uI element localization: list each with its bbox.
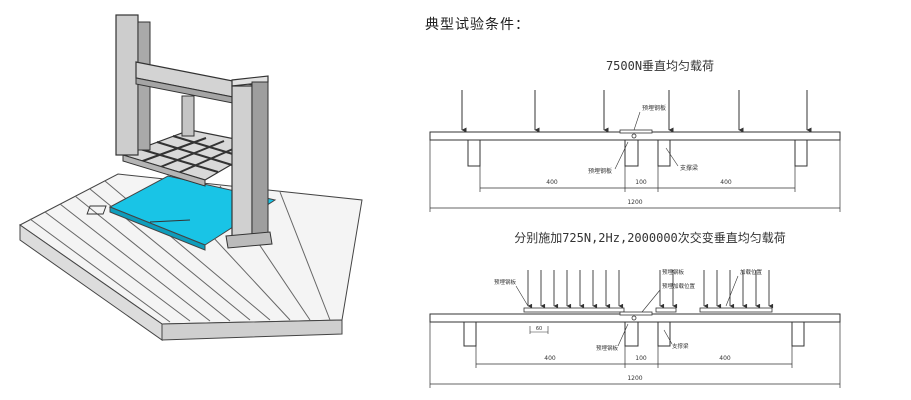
bottom-diagram: 分别施加725N,2Hz,2000000次交变垂直均匀载荷 [429,230,841,388]
page-heading: 典型试验条件： [425,17,530,33]
bottom-dim-right: 400 [719,355,731,362]
bottom-dim-total: 1200 [627,375,642,382]
top-dim-middle: 100 [635,179,647,186]
bottom-dimensions [429,322,841,388]
top-dimensions [429,140,841,212]
top-supports [467,140,808,167]
top-label-right: 支撑梁 [680,164,698,172]
load-grid [121,129,267,187]
frame-front-column [225,75,273,249]
bottom-label-mid-top: 预埋钢板 [662,268,685,276]
top-label-left: 预埋钢板 [588,167,612,175]
top-diagram-title: 7500N垂直均匀载荷 [606,59,714,73]
test-rig-illustration [19,14,363,341]
load-diagram: 7500N垂直均匀载荷 预埋钢板 预埋钢板 支撑梁 [429,59,841,388]
top-label-upper: 预埋钢板 [642,104,666,112]
top-dim-right: 400 [720,179,732,186]
bottom-dim-left: 400 [544,355,556,362]
bottom-dim-middle: 100 [635,355,647,362]
bottom-diagram-title: 分别施加725N,2Hz,2000000次交变垂直均匀载荷 [514,230,786,245]
bottom-dim-small: 60 [536,326,542,332]
bottom-label-right: 支撑梁 [672,342,689,350]
frame-crossbeam [135,61,259,137]
top-dim-left: 400 [546,179,558,186]
bottom-load-arrows [527,270,774,309]
bottom-supports [463,322,805,347]
bottom-label-left-top: 预埋钢板 [494,278,517,286]
top-dim-total: 1200 [627,199,642,206]
bottom-label-mid-top2: 预埋加载位置 [662,282,696,290]
top-load-arrows [461,90,812,133]
bottom-label-under: 预埋钢板 [596,344,619,352]
bottom-label-right-top: 加载位置 [740,268,763,276]
top-diagram: 7500N垂直均匀载荷 预埋钢板 预埋钢板 支撑梁 [429,59,841,212]
